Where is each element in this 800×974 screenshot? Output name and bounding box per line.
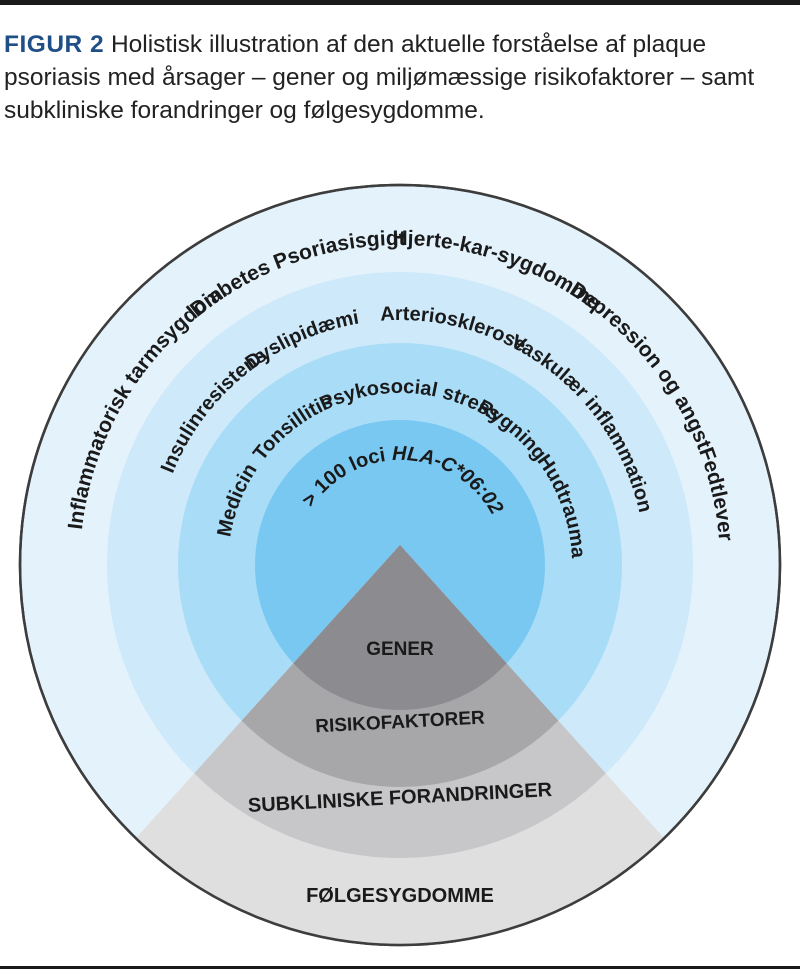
- sector-second: [178, 545, 622, 787]
- disc-outline: [18, 183, 782, 947]
- figure-caption: FIGUR 2 Holistisk illustration af den ak…: [4, 28, 794, 127]
- sector-label-gener: GENER: [366, 639, 434, 660]
- bottom-rule: [0, 966, 800, 969]
- figure-caption-text: Holistisk illustration af den aktuelle f…: [4, 31, 755, 124]
- figure-label: FIGUR 2: [4, 31, 105, 58]
- top-rule: [0, 0, 800, 5]
- sector-label-foelgesygdomme: FØLGESYGDOMME: [306, 885, 494, 907]
